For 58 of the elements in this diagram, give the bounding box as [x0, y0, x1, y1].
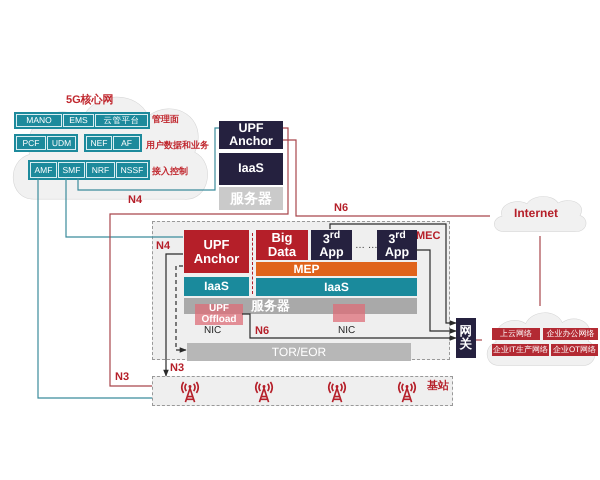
app-box: Big Data [256, 230, 308, 260]
function-cell: UDM [47, 136, 76, 150]
plane-label: 接入控制 [152, 165, 188, 178]
edge-label: N3 [115, 371, 130, 383]
edge-label: N6 [334, 202, 348, 214]
upf-box: UPF Anchor [219, 121, 283, 149]
function-cell: MANO [16, 114, 62, 127]
plane-label: 用户数据和业务 [146, 139, 209, 152]
function-cell: NSSF [116, 162, 148, 178]
connector [283, 139, 490, 217]
connector [37, 178, 152, 399]
function-cell: 云管平台 [95, 114, 148, 127]
function-cell: NRF [86, 162, 115, 178]
function-cell: PCF [16, 136, 46, 150]
iaas-box: IaaS [184, 277, 249, 296]
network-box: 上云网络 [492, 328, 540, 340]
region-label: MEC [416, 231, 440, 243]
function-cell: EMS [63, 114, 94, 127]
function-cell: SMF [58, 162, 85, 178]
connector [109, 127, 289, 387]
plane-label: 管理面 [152, 113, 179, 126]
network-box: 企业OT网络 [551, 344, 598, 356]
ellipsis: … … [355, 240, 378, 251]
mec-region [152, 221, 450, 360]
connector [77, 127, 219, 191]
offload-box: UPF Offload [195, 304, 243, 325]
gateway-box: 网关 [456, 318, 476, 358]
base-station-region [152, 376, 453, 406]
connector [416, 249, 457, 334]
connector [539, 236, 541, 306]
function-cell: AMF [30, 162, 57, 178]
upf-box: UPF Anchor [184, 230, 249, 273]
connector [163, 253, 183, 377]
edge-label: N3 [170, 362, 184, 374]
iaas-bar: IaaS [256, 278, 417, 296]
interface-label: NIC [204, 325, 222, 336]
network-box: 企业办公网络 [543, 328, 598, 340]
connector [65, 178, 183, 238]
function-cell: AF [113, 136, 140, 150]
connector [242, 313, 457, 341]
iaas-box: IaaS [219, 153, 283, 185]
function-cell: NEF [86, 136, 112, 150]
app-box: 3$^{rd}$ App [311, 230, 352, 260]
switch-bar: TOR/EOR [187, 343, 411, 361]
cloud-title: Internet [514, 207, 558, 220]
connector [175, 265, 187, 353]
cloud-title: 5G核心网 [66, 95, 114, 107]
platform-bar: MEP [256, 262, 417, 276]
interface-label: NIC [338, 325, 356, 336]
edge-label: N4 [156, 240, 170, 252]
edge-label: N4 [128, 194, 142, 206]
app-box: 3$^{rd}$ App [377, 230, 417, 260]
connector [329, 223, 457, 326]
region-label: 基站 [427, 381, 449, 393]
network-box: 企业IT生产网络 [492, 344, 549, 356]
edge-label: N6 [255, 325, 270, 337]
nic-box [333, 304, 365, 322]
connector [476, 339, 482, 341]
